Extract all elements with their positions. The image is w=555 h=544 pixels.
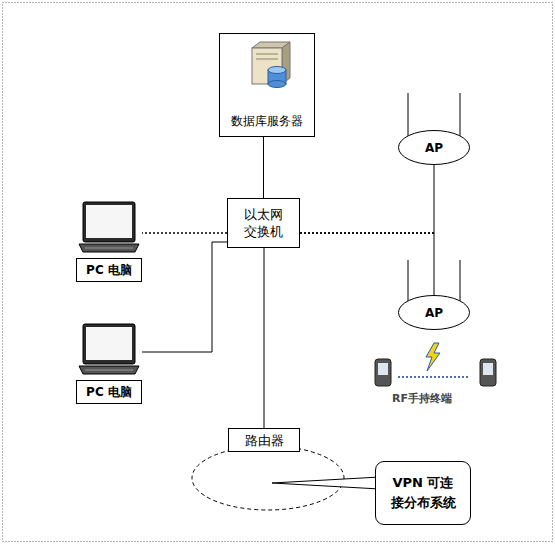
pc-label-box: PC 电脑 — [76, 380, 142, 404]
node-text: AP — [425, 141, 443, 155]
laptop-icon — [76, 322, 142, 380]
node-text-wrap: 路由器 — [245, 432, 284, 449]
server-caption: 数据库服务器 — [220, 113, 314, 130]
connector-line — [264, 248, 265, 428]
server-slot — [256, 54, 278, 55]
vpn-cloud — [192, 446, 344, 510]
node-text: 数据库服务器 — [231, 114, 303, 128]
connector-line — [142, 242, 227, 352]
connector-line — [434, 233, 435, 295]
node-text-wrap: VPN 可连接分布系统 — [388, 473, 458, 513]
handheld-terminal — [375, 359, 391, 386]
outer-frame — [3, 3, 553, 542]
lightning-symbol — [426, 343, 440, 371]
antenna — [460, 260, 461, 303]
connector — [142, 233, 227, 234]
process-box: 以太网 交换机 — [227, 198, 300, 248]
access-point-node: AP — [398, 130, 470, 165]
server-slot — [256, 59, 278, 60]
connector-line — [142, 232, 227, 234]
access-point-node: AP — [398, 295, 470, 330]
process-box: 路由器 — [228, 428, 300, 452]
wireless-link — [398, 376, 470, 378]
callout-pointer — [272, 477, 380, 489]
laptop-screen — [86, 205, 132, 238]
connector — [300, 165, 434, 233]
laptop-keys — [85, 370, 133, 371]
pc-label-box: PC 电脑 — [76, 258, 142, 282]
server-icon — [238, 40, 298, 90]
node-text: 路由器 — [245, 432, 284, 449]
laptop-screen-frame — [83, 202, 135, 242]
terminal-body — [480, 359, 496, 386]
antenna — [460, 93, 461, 138]
connector — [263, 137, 264, 198]
laptop-icon — [76, 200, 142, 258]
database-cylinder-bottom — [268, 81, 286, 88]
node-text: PC 电脑 — [86, 262, 132, 279]
node-text: 以太网 交换机 — [242, 206, 285, 240]
node-text: VPN 可连接分布系统 — [388, 473, 458, 513]
node-text: AP — [425, 306, 443, 320]
node-text: PC 电脑 — [86, 384, 132, 401]
terminal-body — [375, 359, 391, 386]
pc-node: PC 电脑 — [76, 200, 142, 284]
connector-line — [300, 232, 434, 234]
callout-box: VPN 可连接分布系统 — [375, 461, 471, 525]
laptop-screen-frame — [83, 324, 135, 364]
server-node: 数据库服务器 — [219, 33, 315, 137]
connector — [300, 233, 434, 295]
laptop-keys — [85, 248, 133, 249]
terminal-screen — [378, 363, 388, 375]
handheld-terminal — [480, 359, 496, 386]
terminal-label: RF手持终端 — [362, 391, 482, 406]
connector-line — [300, 232, 434, 234]
database-cylinder-top — [268, 67, 286, 74]
node-text-wrap: 以太网 交换机 — [242, 206, 285, 240]
laptop-screen — [86, 327, 132, 360]
antenna — [408, 93, 409, 138]
laptop-base — [79, 244, 139, 252]
antenna — [408, 260, 409, 303]
terminal-screen — [483, 363, 493, 375]
connector-line — [263, 137, 264, 198]
laptop-base — [79, 366, 139, 374]
connector-line — [434, 165, 435, 233]
pc-node: PC 电脑 — [76, 322, 142, 406]
connector — [142, 242, 227, 352]
connector — [264, 248, 265, 428]
